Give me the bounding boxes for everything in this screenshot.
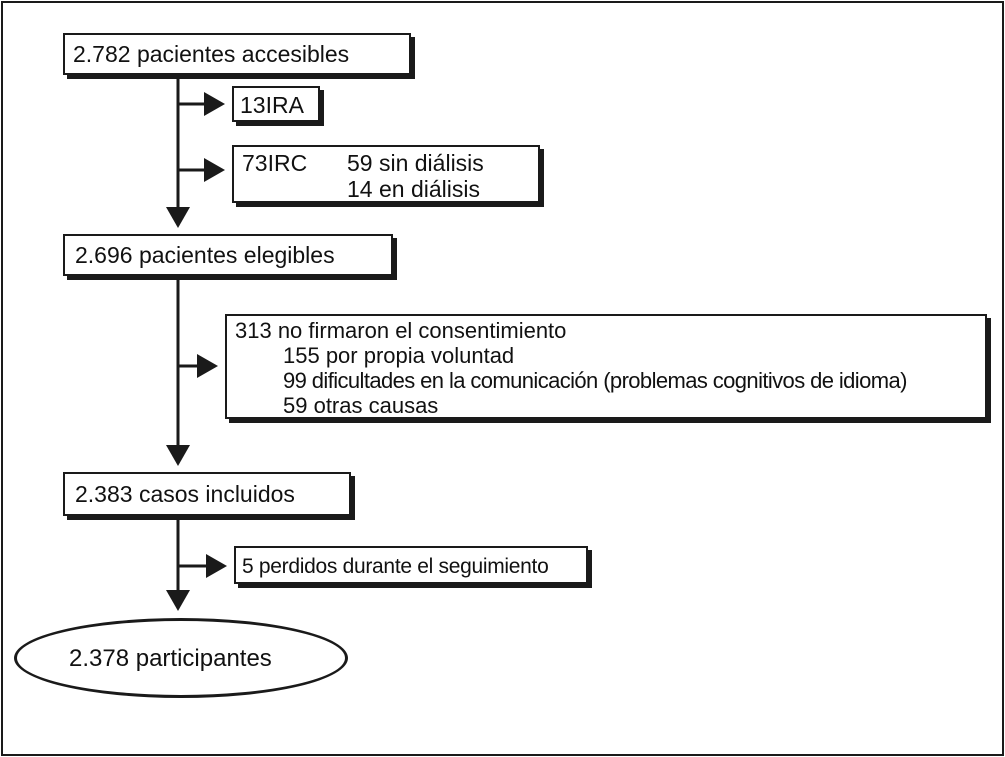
irc-box: 73IRC 59 sin diálisis 14 en diálisis xyxy=(232,145,540,203)
irc-label: 73IRC xyxy=(242,150,308,176)
ira-box: 13IRA xyxy=(232,86,320,122)
no-consent-voluntad: 155 por propia voluntad xyxy=(283,343,515,368)
lost-box: 5 perdidos durante el seguimiento xyxy=(234,546,588,584)
no-consent-box: 313 no firmaron el consentimiento 155 po… xyxy=(225,314,987,419)
included-label: 2.383 casos incluidos xyxy=(75,481,295,507)
lost-label: 5 perdidos durante el seguimiento xyxy=(242,555,549,578)
eligible-box: 2.696 pacientes elegibles xyxy=(63,234,393,276)
participants-ellipse: 2.378 participantes xyxy=(14,618,348,698)
irc-sin-dialisis: 59 sin diálisis xyxy=(347,150,484,176)
accessible-label: 2.782 pacientes accesibles xyxy=(73,41,350,67)
no-consent-header: 313 no firmaron el consentimiento xyxy=(235,318,567,343)
included-box: 2.383 casos incluidos xyxy=(63,472,351,516)
participants-label: 2.378 participantes xyxy=(69,645,272,672)
no-consent-otras: 59 otras causas xyxy=(283,393,439,418)
no-consent-comunicacion: 99 dificultades en la comunicación (prob… xyxy=(283,368,907,393)
irc-en-dialisis: 14 en diálisis xyxy=(347,176,480,202)
ira-label: 13IRA xyxy=(240,92,304,118)
eligible-label: 2.696 pacientes elegibles xyxy=(75,242,335,268)
accessible-box: 2.782 pacientes accesibles xyxy=(63,33,411,75)
